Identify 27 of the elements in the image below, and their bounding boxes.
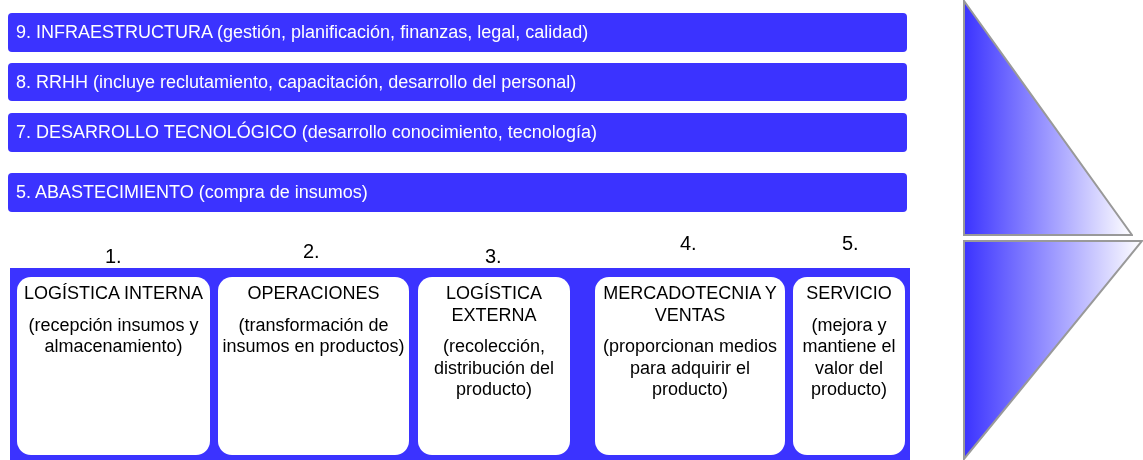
activity-description: (proporcionan medios para adquirir el producto) — [601, 336, 779, 401]
activity-card — [595, 277, 785, 455]
activity-card — [793, 277, 905, 455]
activity-title: OPERACIONES — [247, 283, 380, 305]
activity-number: 4. — [680, 232, 697, 255]
margin-triangle — [963, 0, 1133, 236]
support-activity-bar: 8. RRHH (incluye reclutamiento, capacitación, desarrollo del personal) — [8, 63, 907, 101]
primary-activities-panel — [10, 268, 910, 460]
support-activity-bar: 7. DESARROLLO TECNOLÓGICO (desarrollo conocimiento, tecnología) — [8, 113, 907, 152]
activity-title: LOGÍSTICA EXTERNA — [445, 283, 543, 327]
activity-number: 3. — [485, 245, 502, 268]
support-activity-bar: 5. ABASTECIMIENTO (compra de insumos) — [8, 173, 907, 212]
activity-description: (recepción insumos y almacenamiento) — [27, 314, 200, 358]
activity-description: (recolección, distribución del producto) — [432, 336, 556, 401]
activity-card — [218, 277, 409, 455]
activity-card — [17, 277, 210, 455]
margin-triangle — [963, 240, 1143, 460]
activity-number: 5. — [842, 232, 859, 255]
activity-card — [418, 277, 570, 455]
activity-title: MERCADOTECNIA Y VENTAS — [602, 283, 778, 327]
activity-number: 1. — [105, 245, 122, 268]
activity-description: (mejora y mantiene el valor del producto) — [801, 314, 897, 401]
activity-number: 2. — [303, 240, 320, 263]
activity-description: (transformación de insumos en productos) — [222, 314, 405, 358]
activity-title: SERVICIO — [806, 283, 892, 305]
activity-title: LOGÍSTICA INTERNA — [23, 283, 203, 305]
support-activity-bar: 9. INFRAESTRUCTURA (gestión, planificación, finanzas, legal, calidad) — [8, 13, 907, 52]
